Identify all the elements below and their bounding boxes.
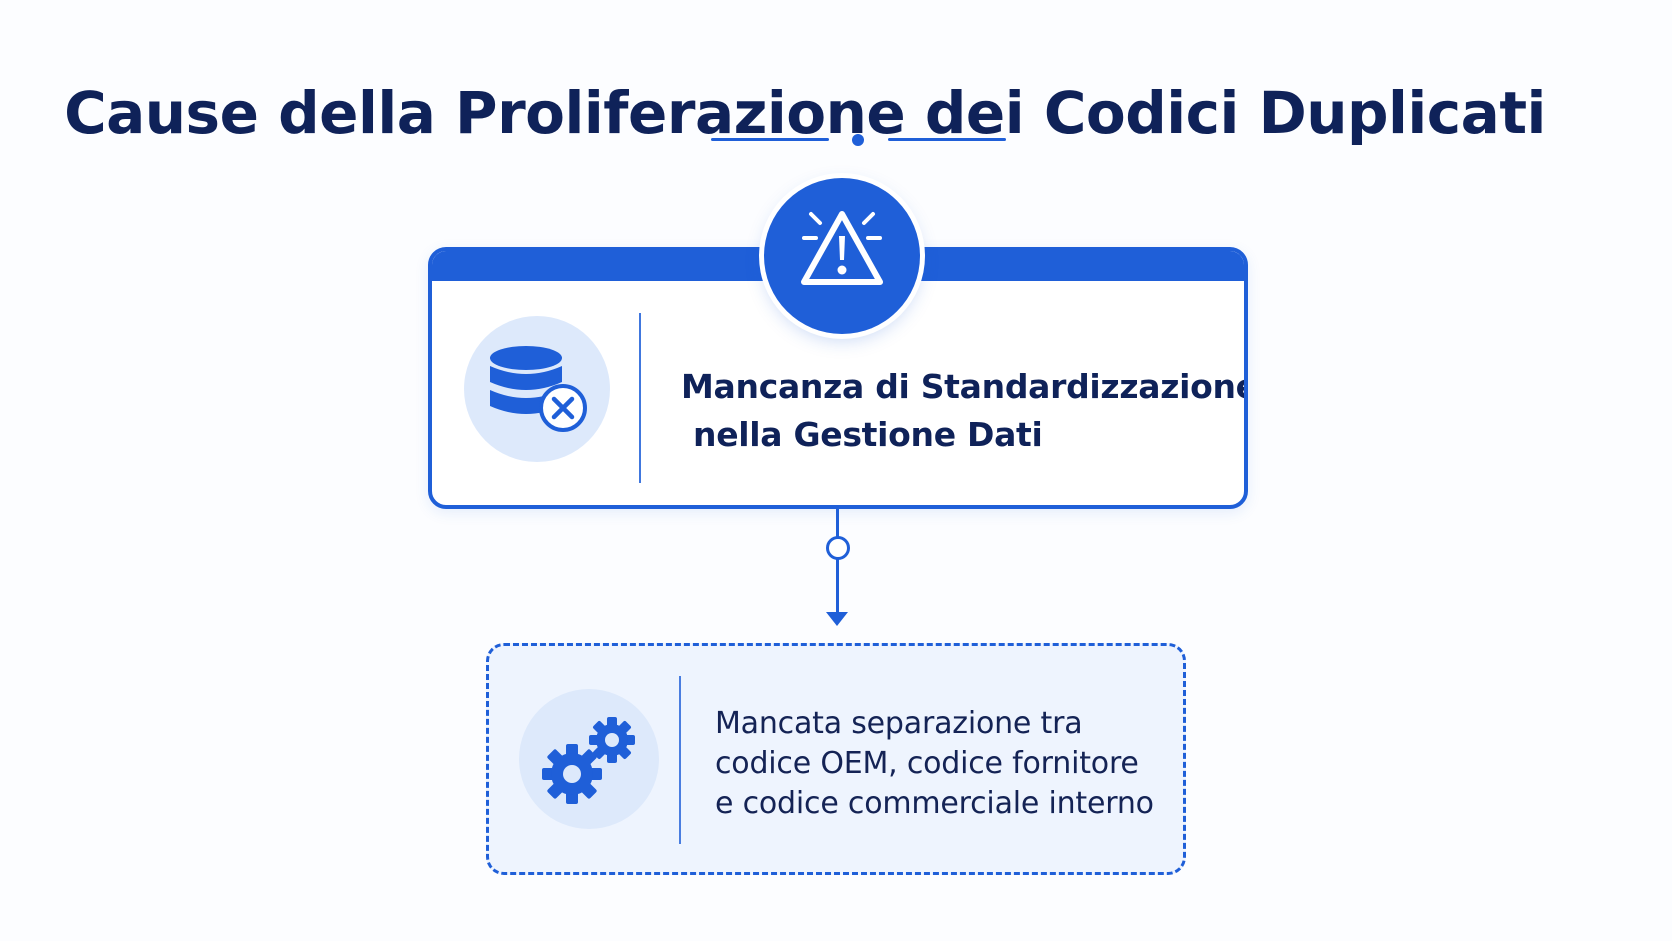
main-cause-line: nella Gestione Dati <box>693 415 1043 454</box>
sub-card-separator <box>679 676 681 844</box>
gears-icon <box>542 717 635 804</box>
main-cause-card: Mancanza di Standardizzazione nella Gest… <box>428 247 1248 509</box>
main-card-separator <box>639 313 641 483</box>
divider-dot <box>852 134 864 146</box>
sub-cause-line: codice OEM, codice fornitore <box>715 746 1139 781</box>
main-cause-text: Mancanza di Standardizzazione nella Gest… <box>681 363 1248 459</box>
warning-badge <box>764 178 920 334</box>
sub-cause-line: Mancata separazione tra <box>715 706 1083 741</box>
page-title: Cause della Proliferazione dei Codici Du… <box>64 78 1546 147</box>
sub-cause-text: Mancata separazione tra codice OEM, codi… <box>715 704 1175 824</box>
main-cause-line: Mancanza di Standardizzazione <box>681 367 1248 406</box>
divider-line-left <box>711 138 829 141</box>
connector-line <box>836 509 839 614</box>
database-error-icon <box>490 346 587 432</box>
arrow-down-icon <box>826 612 848 626</box>
gears-icon-circle <box>519 689 659 829</box>
connector-node <box>826 536 850 560</box>
database-error-icon-circle <box>464 316 610 462</box>
sub-cause-card: Mancata separazione tra codice OEM, codi… <box>486 643 1186 875</box>
sub-cause-line: e codice commerciale interno <box>715 786 1154 821</box>
divider-line-right <box>888 138 1006 141</box>
warning-icon <box>801 211 883 285</box>
